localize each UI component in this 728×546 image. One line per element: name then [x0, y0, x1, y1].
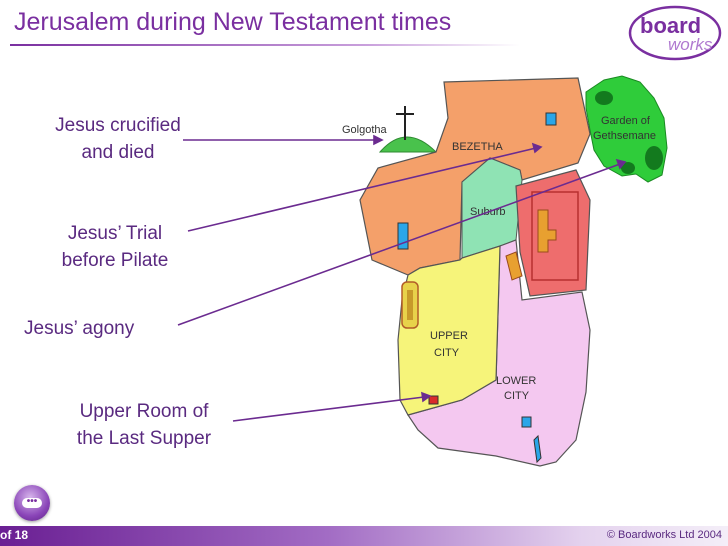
antonia-marker — [505, 251, 523, 281]
map-label-lower: LOWER — [496, 375, 536, 387]
logo-text-board: board — [640, 13, 701, 38]
pointer-line-upper-room — [232, 396, 425, 422]
label-line: Jesus’ Trial — [67, 223, 163, 244]
map-label-gethsemane: Gethsemane — [593, 130, 656, 142]
title-underline — [10, 44, 520, 46]
garden-tree — [621, 162, 635, 174]
map-label-bezetha: BEZETHA — [452, 141, 503, 153]
map-label-golgotha: Golgotha — [342, 124, 388, 136]
map-label-upper-city: CITY — [434, 347, 460, 359]
pointer-line-trial — [187, 147, 537, 232]
logo-ring — [628, 5, 722, 61]
label-upper-room: Upper Room of the Last Supper — [54, 398, 234, 452]
label-jesus-crucified: Jesus crucified and died — [38, 112, 198, 166]
map-label-garden: Garden of — [601, 115, 651, 127]
footer-bar: of 18 © Boardworks Ltd 2004 — [0, 526, 728, 546]
pointer-arrowhead — [373, 134, 384, 146]
label-line: Jesus crucified — [55, 115, 181, 136]
garden-tree — [645, 146, 663, 170]
pool-marker — [521, 416, 532, 428]
garden-tree — [595, 91, 613, 105]
boardworks-logo: board works — [628, 5, 722, 61]
temple-building — [537, 209, 557, 253]
pool-marker — [533, 434, 542, 464]
pool-marker — [397, 222, 409, 250]
page-counter: of 18 — [0, 528, 29, 542]
label-line: before Pilate — [61, 250, 169, 271]
golgotha-hill — [378, 136, 438, 153]
pointer-line-agony — [177, 163, 621, 326]
herod-palace-inner — [407, 290, 413, 320]
pointer-arrowhead — [421, 391, 432, 403]
pointer-arrowhead — [531, 142, 543, 154]
map-label-lower-city: CITY — [504, 390, 530, 402]
label-jesus-trial: Jesus’ Trial before Pilate — [40, 220, 190, 274]
pointer-arrowhead — [615, 158, 627, 170]
page-title: Jerusalem during New Testament times — [14, 8, 452, 36]
label-jesus-agony: Jesus’ agony — [24, 318, 135, 339]
map-label-upper: UPPER — [430, 330, 468, 342]
label-line: the Last Supper — [76, 428, 212, 449]
logo-text-works: works — [668, 35, 713, 54]
navigation-button[interactable]: ••• — [14, 485, 50, 521]
copyright-text: © Boardworks Ltd 2004 — [606, 529, 722, 541]
label-line: Upper Room of — [79, 401, 209, 422]
pool-marker — [545, 112, 557, 126]
label-line: and died — [81, 142, 155, 163]
more-icon: ••• — [22, 497, 42, 508]
upper-room-marker — [428, 395, 439, 405]
temple-court — [531, 191, 579, 281]
